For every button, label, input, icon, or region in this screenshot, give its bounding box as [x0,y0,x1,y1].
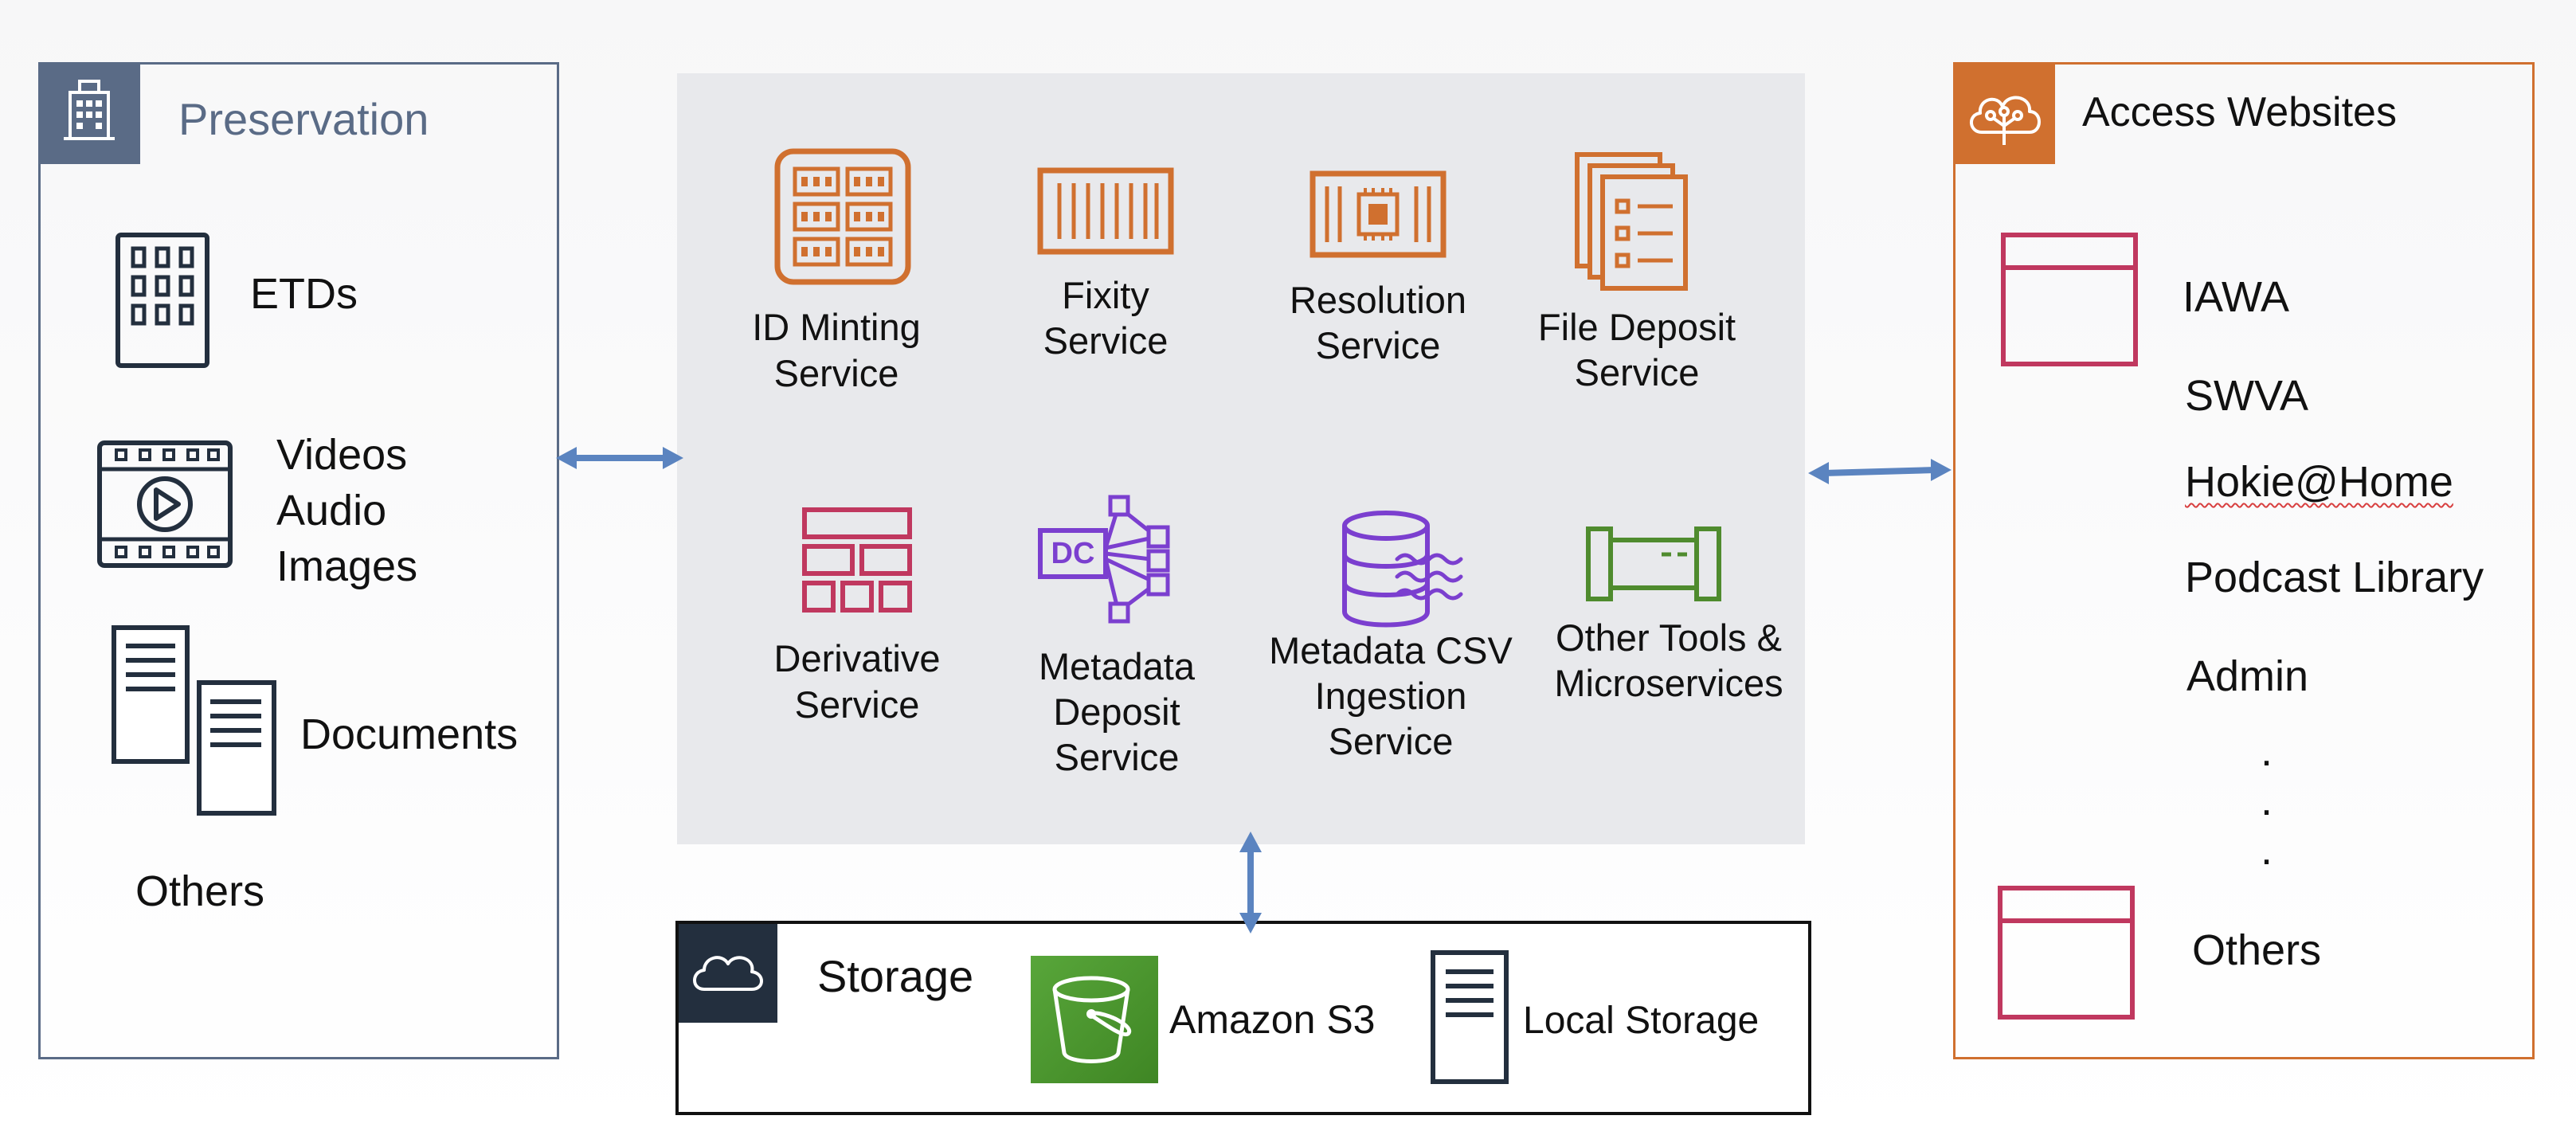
video-player-icon [97,440,233,568]
service-metadata-deposit-line1: Metadata [1039,645,1195,687]
preservation-item-etds: ETDs [250,270,358,318]
service-resolution-line2: Service [1315,324,1441,366]
service-file-deposit-line2: Service [1574,351,1700,393]
browser-window-icon [2001,233,2138,366]
access-item-swva: SWVA [2185,372,2309,420]
access-ellipsis-dot-3: . [2261,826,2273,874]
service-other-tools-line1: Other Tools & [1556,616,1782,659]
service-derivative-line2: Service [794,683,920,726]
arrow-services-access [1808,459,1952,484]
access-title: Access Websites [2082,89,2397,135]
service-metadata-csv-line2: Ingestion [1314,675,1467,717]
preservation-item-media-line2: Audio [276,487,387,534]
service-file-deposit-line1: File Deposit [1537,306,1736,348]
access-ellipsis-dot-2: . [2261,777,2273,824]
access-item-iawa: IAWA [2183,273,2289,321]
server-icon [1431,950,1509,1084]
database-stream-icon [1342,511,1463,628]
bucket-icon [1031,956,1158,1083]
access-panel [1953,62,2535,1059]
building-icon [38,62,140,164]
service-metadata-csv-line3: Service [1328,720,1454,762]
chip-container-icon [1310,170,1447,258]
access-item-others: Others [2192,926,2322,974]
file-stack-icon [1575,152,1688,291]
service-metadata-csv-line1: Metadata CSV [1269,629,1513,671]
preservation-item-media-line3: Images [276,542,418,590]
arrow-services-storage [1239,832,1262,934]
preservation-title: Preservation [178,94,429,144]
preservation-item-others: Others [135,867,265,915]
service-fixity-line2: Service [1043,319,1169,362]
preservation-panel [38,62,559,1059]
storage-item-amazon-s3: Amazon S3 [1169,997,1376,1042]
access-item-podcast-library: Podcast Library [2185,554,2484,601]
access-item-admin: Admin [2186,652,2309,700]
arrow-preservation-services [556,447,683,469]
service-metadata-deposit-line3: Service [1054,736,1180,778]
cloud-icon [679,924,777,1023]
dc-icon-text: DC [1051,537,1095,570]
service-other-tools-line2: Microservices [1554,662,1783,704]
preservation-item-media-line1: Videos [276,431,408,479]
service-id-minting-line2: Service [773,352,899,394]
service-fixity-line1: Fixity [1062,274,1149,316]
brick-wall-icon [802,507,912,613]
browser-window-icon [1998,886,2135,1020]
access-item-hokie-home: Hokie@Home [2185,458,2453,506]
service-id-minting-line1: ID Minting [752,306,921,348]
documents-icon [112,625,276,816]
access-ellipsis-dot-1: . [2261,727,2273,775]
service-resolution-line1: Resolution [1289,279,1467,321]
service-metadata-deposit-line2: Deposit [1053,691,1180,733]
building-grid-icon [115,233,209,368]
storage-panel [675,921,1811,1115]
pipe-icon [1586,526,1721,601]
dc-network-icon: DC [1038,495,1170,624]
storage-title: Storage [817,951,974,1001]
service-derivative-line1: Derivative [773,637,941,679]
preservation-item-documents: Documents [300,710,519,758]
container-icon [1037,167,1174,255]
cloud-tree-icon [1953,62,2055,164]
grid-boxes-icon [774,148,911,285]
storage-item-local-storage: Local Storage [1523,1000,1760,1042]
